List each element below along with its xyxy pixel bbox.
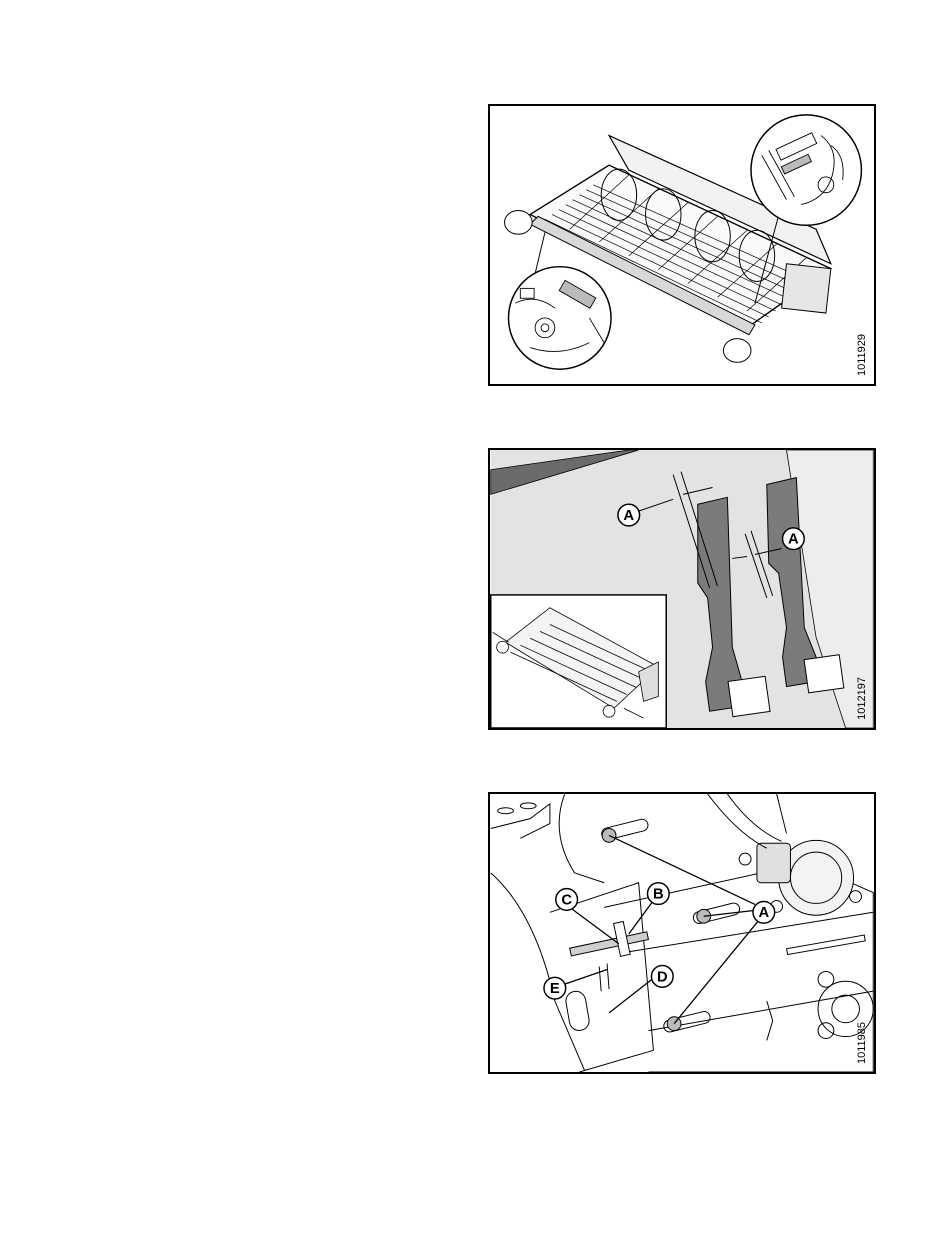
callout-label: A bbox=[758, 905, 769, 921]
figure-adjustment-hardware: A B C D E 1011985 bbox=[488, 792, 876, 1074]
gap-measurement-drawing: A A bbox=[490, 450, 874, 728]
callout-c: C bbox=[556, 889, 578, 911]
callout-a: A bbox=[753, 901, 775, 923]
callout-a-left: A bbox=[618, 504, 640, 526]
figure-header-overview: 1011929 bbox=[488, 104, 876, 386]
callout-a-right: A bbox=[783, 528, 805, 550]
figure-gap-measurement: A A 1012197 bbox=[488, 448, 876, 730]
adjustment-hardware-drawing: A B C D E bbox=[490, 794, 874, 1072]
figure-id-label: 1011929 bbox=[856, 334, 868, 376]
callout-b: B bbox=[647, 883, 669, 905]
figure-id-label: 1011985 bbox=[856, 1022, 868, 1064]
callout-e: E bbox=[544, 977, 566, 999]
callout-label: A bbox=[623, 508, 634, 524]
figure-id-label: 1012197 bbox=[856, 677, 868, 720]
callout-label: C bbox=[561, 892, 572, 908]
callout-label: D bbox=[657, 969, 668, 985]
callout-label: B bbox=[653, 886, 664, 902]
callout-label: E bbox=[550, 981, 560, 997]
callout-label: A bbox=[788, 532, 799, 548]
header-overview-drawing bbox=[490, 106, 874, 384]
callout-d: D bbox=[651, 966, 673, 988]
